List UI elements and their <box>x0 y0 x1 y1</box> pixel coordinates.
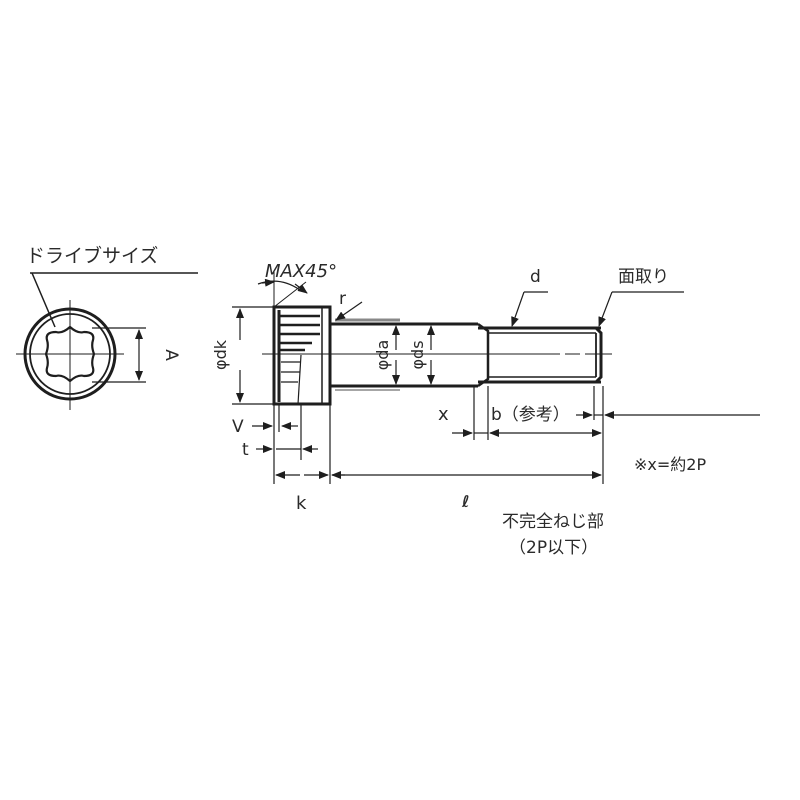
dim-l-label: ℓ <box>461 492 470 511</box>
dim-x-label: x <box>438 404 449 425</box>
dim-k-label: k <box>296 493 307 514</box>
side-view <box>232 272 760 484</box>
d-leader <box>511 291 525 327</box>
max45-label: MAX45° <box>265 261 337 282</box>
da-label: φda <box>373 340 392 371</box>
dim-V-label: V <box>232 417 244 437</box>
x-note: ※x=約2P <box>634 455 706 474</box>
radius-label: r <box>339 289 346 309</box>
ds-label: φds <box>408 340 427 369</box>
radius-leader <box>335 301 363 321</box>
end-view <box>16 272 198 410</box>
recess-hatch <box>280 314 320 352</box>
incomplete-thread-label: 不完全ねじ部 <box>502 512 604 532</box>
incomplete-thread-note: （2P以下） <box>509 538 598 558</box>
recess-bottom-lines <box>281 354 302 405</box>
dim-A-label: A <box>161 349 181 361</box>
chamfer-label: 面取り <box>618 267 669 287</box>
thread-d-label: d <box>530 267 541 287</box>
dim-t-label: t <box>242 440 249 460</box>
screw-head <box>272 305 332 406</box>
drive-size-label: ドライブサイズ <box>26 244 158 267</box>
dim-b-label: b（参考） <box>491 405 570 425</box>
thread-chamfer <box>594 326 603 384</box>
chamfer-leader <box>598 291 613 327</box>
dk-label: φdk <box>211 339 230 370</box>
